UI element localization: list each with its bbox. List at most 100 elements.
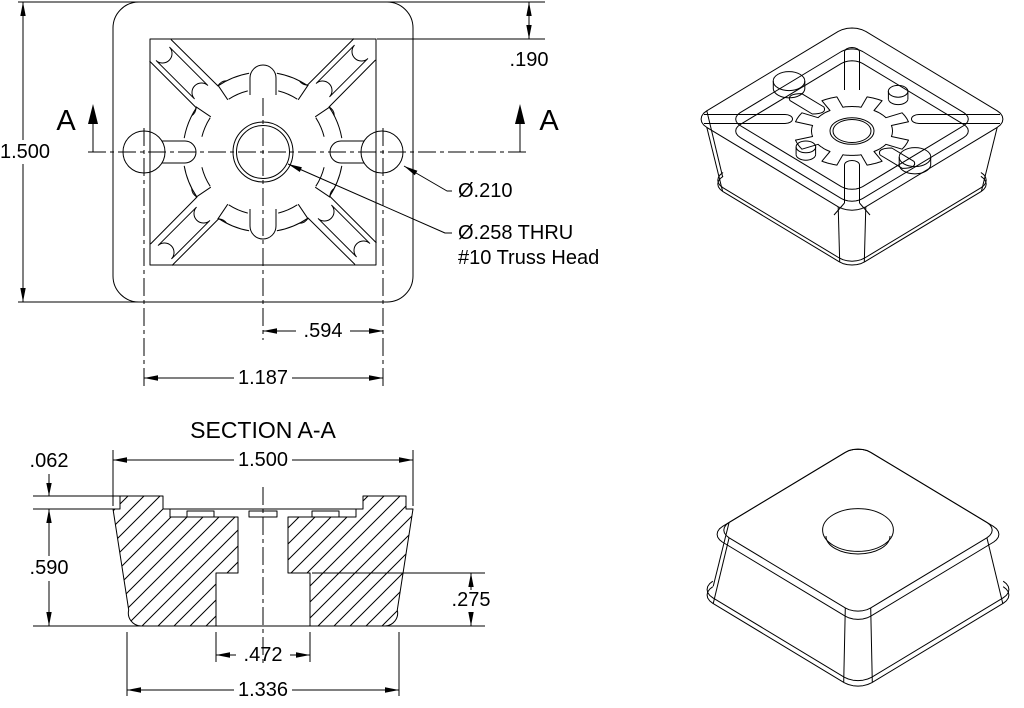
ring-arc (183, 165, 198, 197)
ring-arc (228, 90, 248, 100)
iso-top-view (700, 27, 1004, 266)
north-post-outline (249, 64, 277, 95)
base-face-edge (723, 448, 993, 612)
section-solid-left (112, 495, 239, 627)
ring-notch-edge (297, 203, 309, 220)
ring-notch-edge (314, 186, 331, 198)
arrow-icon (288, 164, 302, 172)
section-solid-right (287, 495, 414, 627)
arrow-icon (263, 328, 277, 334)
dim-rim-offset: .190 (510, 49, 549, 71)
arrow-icon (385, 687, 399, 693)
arrow-icon (526, 25, 532, 39)
south-post-base (795, 154, 817, 161)
center-hole (832, 119, 872, 143)
west-floor-slot (788, 93, 826, 115)
dim-counterbore-width: .472 (244, 644, 283, 666)
top-ground-edge (706, 586, 1010, 687)
corner-edge (712, 522, 730, 587)
section-arrow-left-icon (88, 104, 98, 124)
ring-notch-edge (217, 203, 229, 220)
plan-internal-ribs (149, 38, 377, 266)
south-post (795, 140, 817, 154)
dim-counterbore-depth: .275 (452, 589, 491, 611)
arrow-icon (46, 483, 52, 496)
arrow-icon (468, 612, 474, 626)
gusset-line (157, 206, 211, 260)
gusset-line (170, 39, 227, 87)
counterbore-hole (822, 508, 894, 552)
label-side-hole: Ø.210 (458, 180, 512, 202)
rib-left (704, 114, 793, 124)
west-slot-outline (162, 140, 197, 164)
arrow-icon (113, 457, 127, 463)
label-center-hole-line2: #10 Truss Head (458, 247, 599, 269)
corner-edge (986, 537, 1004, 604)
rib-cut (311, 510, 340, 518)
label-center-hole-line1: Ø.258 THRU (458, 222, 573, 244)
arrow-icon (144, 375, 158, 381)
corner-edge (712, 537, 730, 604)
corner-edge (980, 127, 998, 192)
east-hole-post-base (898, 164, 932, 175)
ring-arc (278, 204, 298, 214)
rim-inner-edge (735, 48, 969, 190)
ring-arc (228, 204, 248, 214)
ring-notch-edge (314, 106, 331, 118)
corner-gusset (150, 188, 228, 266)
section-label-right: A (539, 105, 559, 137)
arrow-icon (369, 328, 383, 334)
section-view: SECTION A-A 1.500 .062 .590 (30, 417, 491, 701)
rib-end-far (844, 47, 860, 90)
leader-line (403, 165, 452, 192)
ring-notch-edge (297, 84, 309, 101)
corner-edge (706, 127, 724, 192)
dim-lip-height: .062 (30, 450, 69, 472)
gusset-line (317, 204, 371, 258)
cavity-floor-edge (735, 60, 969, 202)
leader-line (287, 163, 452, 234)
corner-edge (837, 206, 841, 263)
arrow-icon (46, 612, 52, 626)
west-hole-post (772, 71, 806, 92)
arrow-icon (369, 375, 383, 381)
gusset-line (328, 59, 376, 116)
gusset-line (150, 188, 198, 245)
plan-view: A A 1.500 .190 Ø.210 Ø.258 THRU #10 Trus… (0, 1, 599, 389)
gusset-line (299, 217, 356, 265)
arrow-icon (20, 2, 26, 16)
gusset-line (298, 38, 355, 86)
hub-gear-wall (795, 96, 909, 166)
rim-band-edge (706, 580, 1010, 682)
north-post-base (887, 99, 909, 106)
ring-arc (218, 72, 250, 87)
ring-arc (315, 167, 325, 187)
dim-hole-spacing: 1.187 (238, 367, 288, 389)
gusset-line (315, 44, 369, 98)
section-arrow-right-icon (515, 104, 525, 124)
center-hole (236, 125, 290, 179)
ring-arc (201, 117, 211, 137)
base-band-edge (717, 172, 987, 262)
counterbore-inner-edge (825, 535, 891, 555)
ring-notch-edge (217, 84, 229, 101)
base-edge (717, 175, 987, 266)
arrow-icon (216, 652, 230, 658)
corner-gusset (149, 39, 227, 117)
arrow-icon (296, 652, 310, 658)
gusset-line (149, 60, 197, 117)
arrow-icon (404, 166, 418, 176)
arrow-icon (526, 2, 532, 16)
corner-edge (843, 607, 846, 683)
west-hole-post-side (772, 81, 806, 90)
gusset-line (155, 46, 209, 100)
rib-end-near (833, 160, 871, 216)
iso-bottom-view (706, 448, 1010, 687)
ring-arc (276, 217, 308, 232)
ring-notch-edge (195, 186, 212, 198)
ring-notch-edge (195, 106, 212, 118)
arrow-icon (468, 573, 474, 587)
arrow-icon (399, 457, 413, 463)
